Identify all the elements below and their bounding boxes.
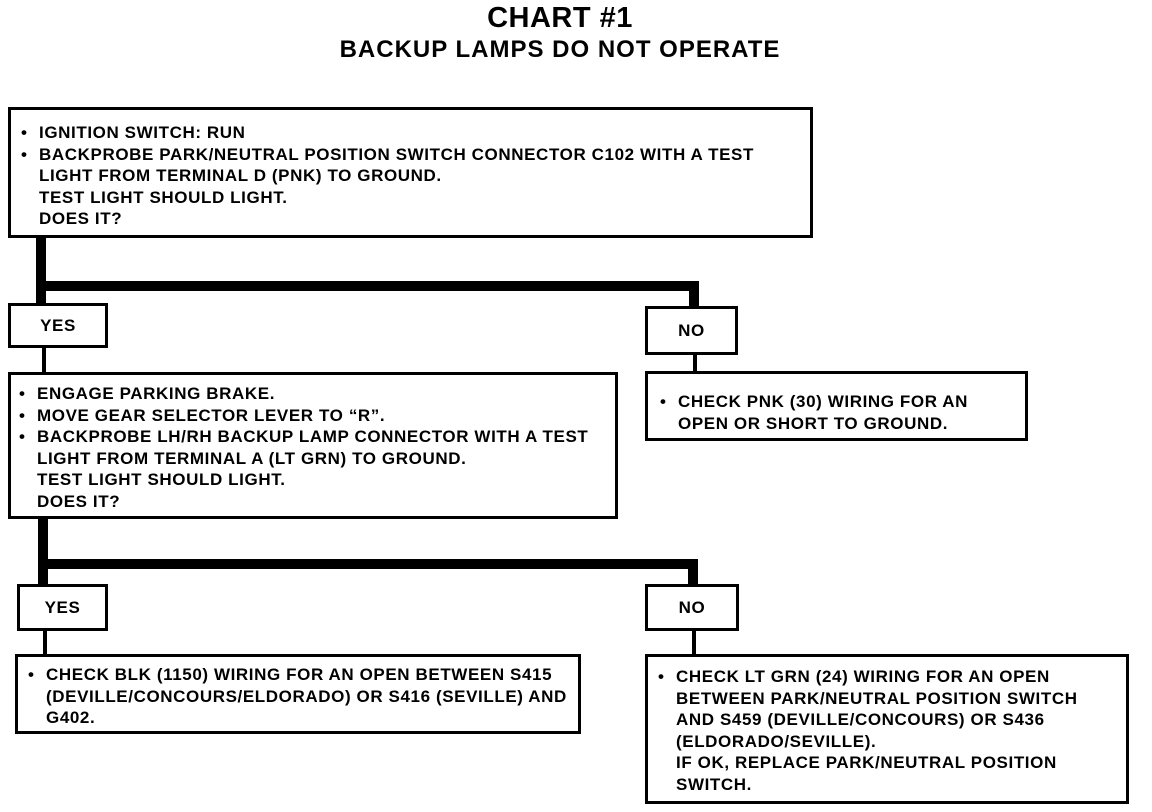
step2-bullet-backprobe: BACKPROBE LH/RH BACKUP LAMP CONNECTOR WI… <box>17 426 607 469</box>
chart-title: CHART #1 <box>487 2 633 34</box>
step2-should-text: TEST LIGHT SHOULD LIGHT. <box>37 470 286 489</box>
step1-no-result-box: CHECK PNK (30) WIRING FOR AN OPEN OR SHO… <box>645 371 1028 441</box>
connector-branch2-no-down <box>688 559 698 586</box>
step2-yes-check-blk: CHECK BLK (1150) WIRING FOR AN OPEN BETW… <box>26 664 572 729</box>
connector-no1-down <box>693 352 697 372</box>
step1-question-text: DOES IT? <box>39 209 123 228</box>
chart-subtitle: BACKUP LAMPS DO NOT OPERATE <box>339 36 781 63</box>
connector-yes2-down <box>43 628 47 654</box>
step2-no-check-lt-grn: CHECK LT GRN (24) WIRING FOR AN OPEN BET… <box>656 666 1120 752</box>
connector-step1-down <box>36 236 46 303</box>
connector-branch1-horizontal <box>36 281 699 291</box>
branch2-no-label: NO <box>645 584 739 631</box>
connector-step2-down <box>38 517 48 584</box>
step2-yes-result-box: CHECK BLK (1150) WIRING FOR AN OPEN BETW… <box>15 654 581 734</box>
step1-bullet-backprobe: BACKPROBE PARK/NEUTRAL POSITION SWITCH C… <box>19 144 802 187</box>
step1-no-check-pnk: CHECK PNK (30) WIRING FOR AN OPEN OR SHO… <box>658 391 1017 434</box>
step2-no-replace-text: IF OK, REPLACE PARK/NEUTRAL POSITION SWI… <box>676 753 1057 794</box>
step1-bullet-ignition: IGNITION SWITCH: RUN <box>19 122 802 144</box>
step1-should-text: TEST LIGHT SHOULD LIGHT. <box>39 187 288 207</box>
branch1-yes-label: YES <box>8 303 108 348</box>
step2-box: ENGAGE PARKING BRAKE. MOVE GEAR SELECTOR… <box>8 372 618 519</box>
step1-box: IGNITION SWITCH: RUN BACKPROBE PARK/NEUT… <box>8 107 813 238</box>
step2-no-result-box: CHECK LT GRN (24) WIRING FOR AN OPEN BET… <box>645 654 1129 804</box>
connector-yes1-down <box>42 344 46 374</box>
branch2-yes-label: YES <box>17 584 108 631</box>
connector-branch1-no-down <box>689 281 699 308</box>
branch1-no-label: NO <box>645 306 738 355</box>
step2-bullet-gear-selector: MOVE GEAR SELECTOR LEVER TO “R”. <box>17 405 607 427</box>
step2-bullet-parking-brake: ENGAGE PARKING BRAKE. <box>17 383 607 405</box>
step2-question-text: DOES IT? <box>37 491 121 511</box>
connector-branch2-horizontal <box>38 559 698 569</box>
connector-no2-down <box>692 628 696 654</box>
